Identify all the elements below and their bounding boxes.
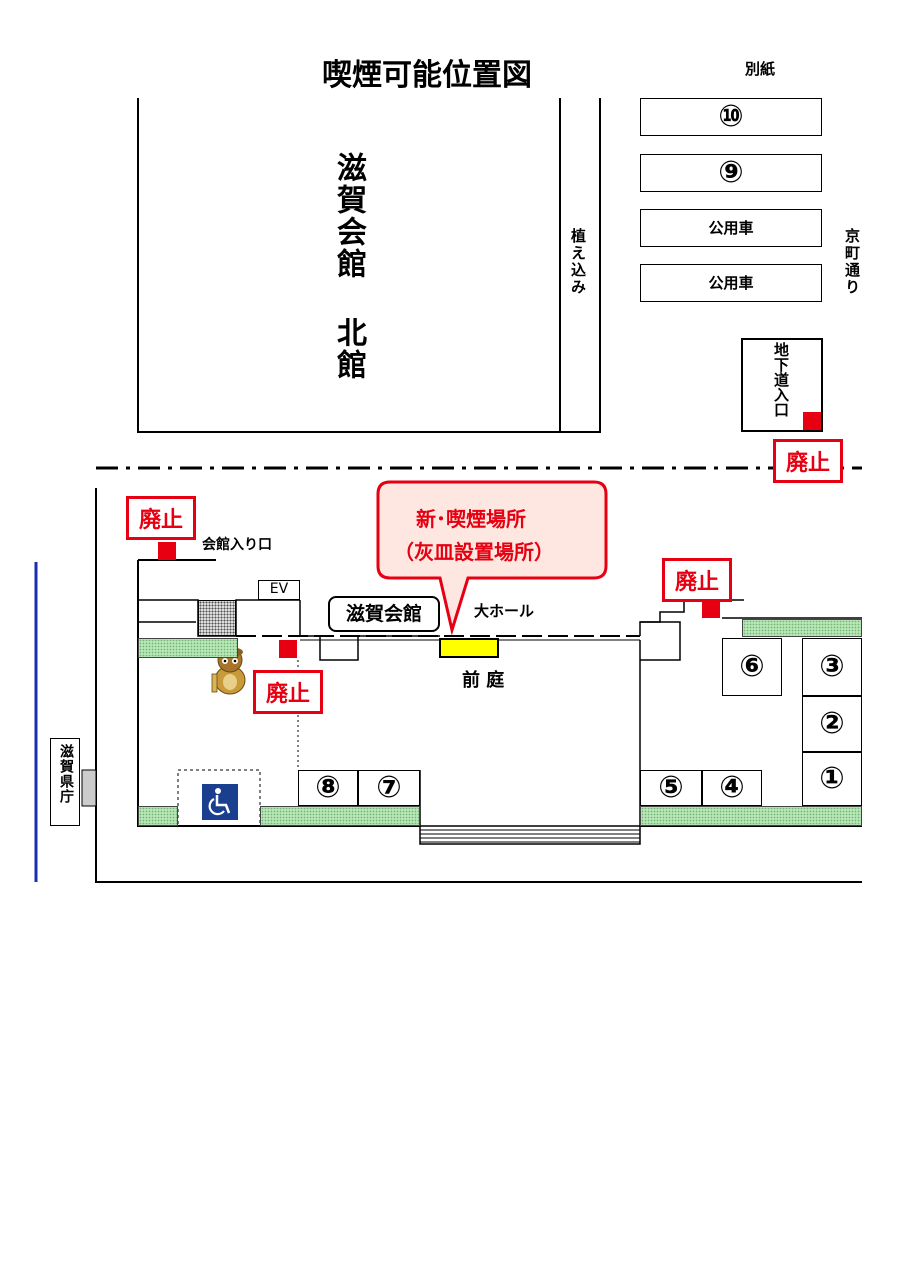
- stair-hatch-left: [198, 600, 236, 636]
- north-hall-label: 滋賀会館 北館: [331, 152, 366, 381]
- planting-strip-left: [138, 638, 238, 658]
- kaikan-sign: 滋賀会館: [328, 596, 440, 632]
- parking-8: ⑧: [298, 770, 358, 806]
- daihall-label: 大ホール: [474, 602, 535, 620]
- ashtray-location: [439, 638, 499, 658]
- planting-label: 植え込み: [569, 228, 587, 296]
- public-car-2: 公用車: [640, 264, 822, 302]
- parking-7: ⑦: [358, 770, 420, 806]
- abolished-marker-right: [702, 600, 720, 618]
- public-car-1: 公用車: [640, 209, 822, 247]
- wheelchair-icon: [202, 784, 238, 820]
- new-smoking-area-line2: （灰皿設置場所）: [394, 540, 554, 564]
- parking-3: ③: [802, 638, 862, 696]
- prefecture-label: 滋賀県庁: [58, 744, 74, 804]
- abolished-marker-entrance: [158, 542, 176, 560]
- parking-4: ④: [702, 770, 762, 806]
- parking-2: ②: [802, 696, 862, 752]
- abolished-label-right: 廃止: [662, 558, 733, 602]
- planting-strip-bottom-left: [138, 806, 178, 826]
- new-smoking-area-line1: 新･喫煙場所: [416, 507, 526, 531]
- planting-strip-bottom-right: [640, 806, 862, 826]
- entrance-label: 会館入り口: [202, 537, 272, 553]
- prefecture-box: [50, 738, 80, 826]
- planting-strip-right-top: [742, 619, 862, 637]
- underground-entrance-label: 地下道入口: [772, 342, 790, 417]
- parking-1: ①: [802, 752, 862, 806]
- abolished-marker-underground: [803, 412, 821, 430]
- abolished-label-underground: 廃止: [773, 439, 844, 483]
- elevator-label: EV: [269, 581, 289, 597]
- parking-9: ⑨: [640, 154, 822, 192]
- parking-6: ⑥: [722, 638, 782, 696]
- abolished-label-entrance: 廃止: [126, 496, 197, 540]
- abolished-marker-center: [279, 640, 297, 658]
- parking-10: ⑩: [640, 98, 822, 136]
- planting-strip-bottom-mid: [260, 806, 420, 826]
- parking-5: ⑤: [640, 770, 702, 806]
- front-garden-label: 前 庭: [462, 670, 505, 691]
- street-label: 京町通り: [843, 228, 861, 296]
- page-title: 喫煙可能位置図: [322, 58, 532, 93]
- abolished-label-center: 廃止: [253, 670, 324, 714]
- elevator-box: EV: [258, 580, 300, 600]
- attachment-note: 別紙: [745, 60, 776, 78]
